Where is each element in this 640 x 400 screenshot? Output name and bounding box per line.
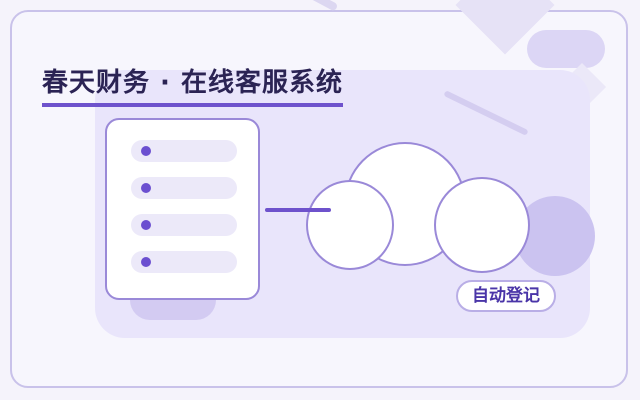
cloud-icon-left-lobe [306,180,394,270]
decorative-pill [527,30,605,68]
server-slot [131,140,237,162]
server-icon [105,118,260,300]
status-dot-icon [141,220,151,230]
status-dot-icon [141,183,151,193]
page-title: 春天财务 · 在线客服系统 [42,62,343,107]
auto-register-badge: 自动登记 [456,280,556,312]
connector-line [265,208,331,212]
status-dot-icon [141,146,151,156]
server-slot [131,177,237,199]
cloud-icon-right-lobe [434,177,530,273]
server-slot [131,251,237,273]
status-dot-icon [141,257,151,267]
server-slot [131,214,237,236]
